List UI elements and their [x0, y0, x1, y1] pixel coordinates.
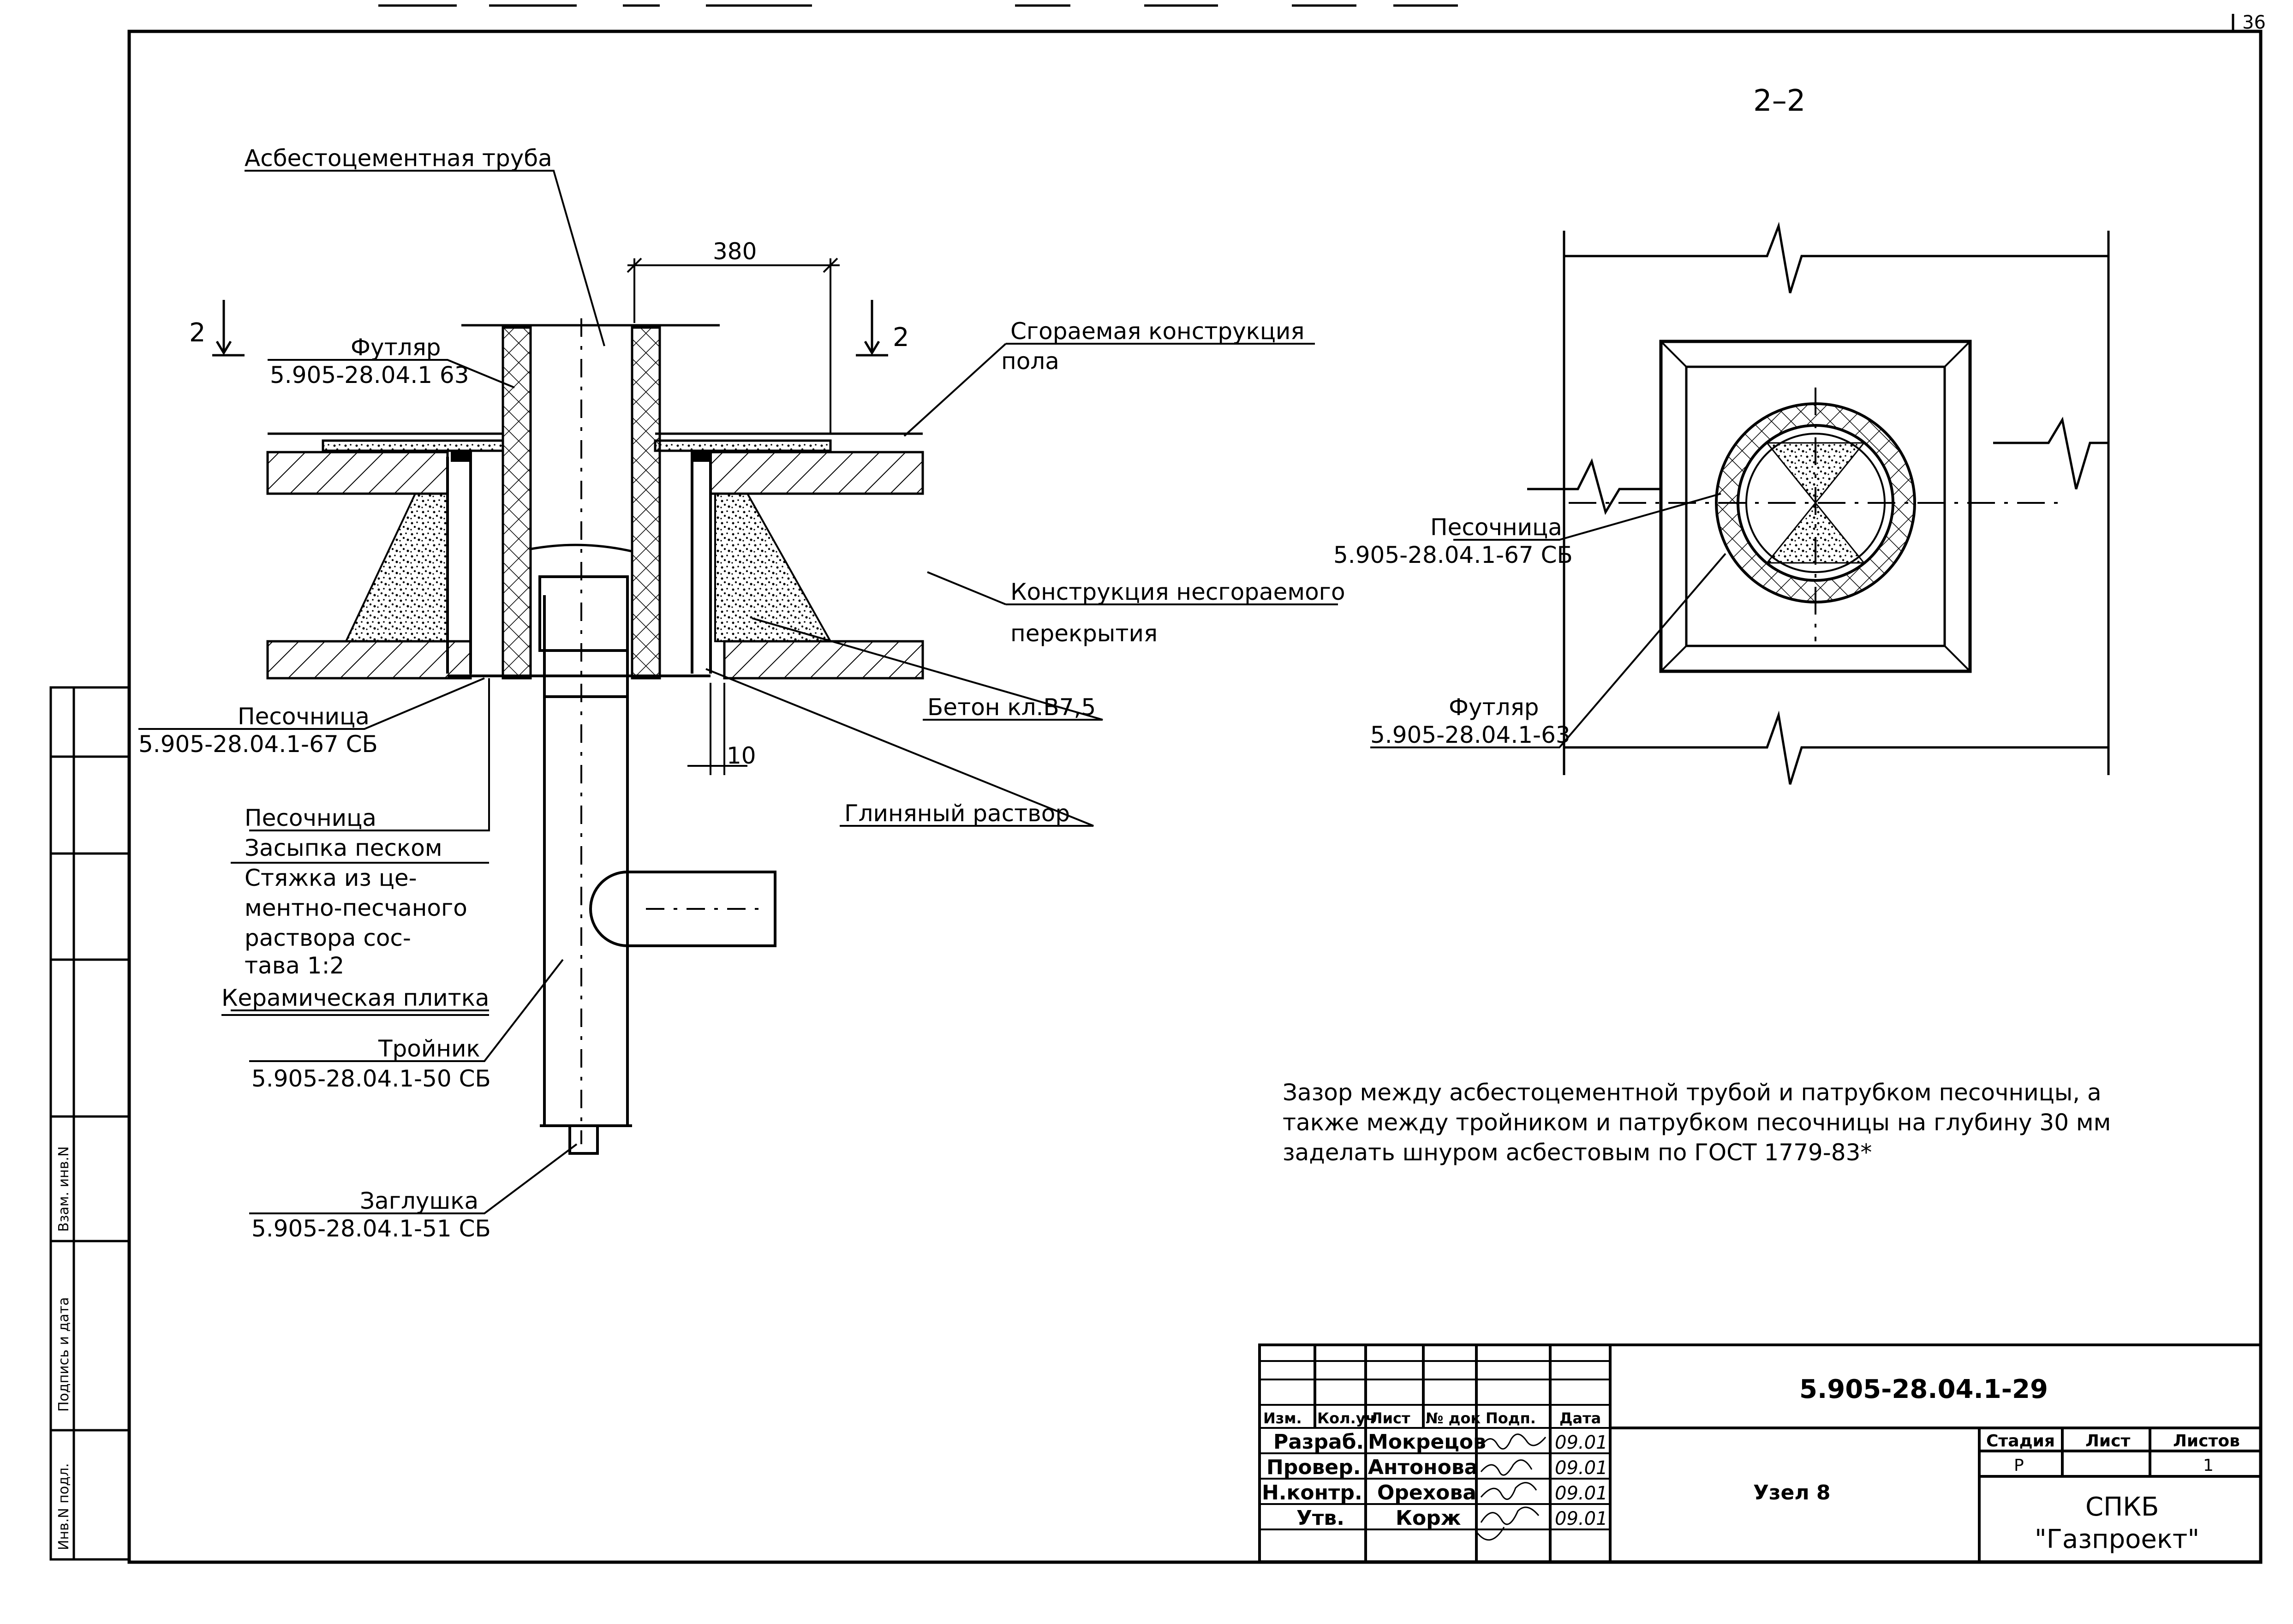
label-noncombustible-1: Конструкция несгораемого: [1010, 579, 1345, 605]
top-edge-marks: [378, 4, 2234, 32]
concrete-fill-right: [714, 493, 832, 642]
label-sandbox-code: 5.905-28.04.1-67 СБ: [138, 731, 378, 758]
layer-item: тава 1:2: [245, 952, 344, 979]
label-sandbox: Песочница: [238, 703, 370, 730]
tb-stage-header: Стадия: [1986, 1432, 2055, 1451]
tb-sheet-header: Лист: [2085, 1432, 2130, 1451]
casing-left-wall: [502, 326, 532, 680]
tb-header-list: Лист: [1370, 1409, 1410, 1427]
dimension-380-label: 380: [713, 238, 757, 265]
tb-header-data: Дата: [1559, 1409, 1601, 1427]
tb-name: Антонова: [1368, 1456, 1478, 1479]
layer-item: Стяжка из це-: [245, 865, 417, 891]
tb-sheets-header: Листов: [2173, 1432, 2240, 1451]
tb-header-ndok: № док: [1426, 1409, 1481, 1427]
tb-stage-value: Р: [2014, 1456, 2024, 1475]
label-section-casing-code: 5.905-28.04.1-63: [1370, 722, 1570, 748]
casing-right-wall: [631, 326, 661, 680]
sandbox-body: [446, 451, 712, 677]
label-combustible-2: пола: [1001, 348, 1059, 375]
tb-name: Мокрецов: [1368, 1430, 1486, 1454]
dimension-10: [687, 683, 747, 775]
signatures: [1475, 1433, 1547, 1541]
note-line: Зазор между асбестоцементной трубой и па…: [1283, 1079, 2102, 1106]
plan-break-lines: [1527, 221, 2110, 785]
layer-item: ментно-песчаного: [245, 895, 467, 921]
label-casing: Футляр: [351, 334, 441, 361]
side-stamp-signature: Подпись и дата: [56, 1297, 72, 1412]
tb-header-podp: Подп.: [1486, 1409, 1536, 1427]
sheet-frame: [127, 30, 2263, 1564]
label-plug-code: 5.905-28.04.1-51 СБ: [251, 1215, 491, 1242]
tee-pipe: [538, 575, 776, 1155]
dimension-10-label: 10: [727, 742, 756, 769]
tb-title: Узел 8: [1753, 1481, 1831, 1505]
title-block: [1258, 1343, 2262, 1563]
label-section-sandbox-code: 5.905-28.04.1-67 СБ: [1333, 542, 1573, 568]
dimension-380: [627, 257, 840, 434]
tb-header-koluch: Кол.уч: [1317, 1409, 1376, 1427]
label-section-sandbox: Песочница: [1430, 514, 1562, 541]
tb-header-izm: Изм.: [1263, 1409, 1302, 1427]
side-stamp-inv-podl: Инв.N подл.: [56, 1463, 72, 1550]
label-section-casing: Футляр: [1449, 694, 1539, 721]
centerlines: [580, 318, 766, 1144]
plan-sandbox: [1659, 340, 1972, 673]
leader-lines: [138, 170, 1338, 1214]
tb-date: 09.01: [1555, 1432, 1608, 1453]
layer-item: Засыпка песком: [245, 835, 442, 861]
side-stamp: [49, 686, 131, 1561]
tb-org-line2: "Газпроект": [2035, 1524, 2199, 1554]
tb-role: Провер.: [1266, 1456, 1361, 1479]
tb-date: 09.01: [1555, 1508, 1608, 1529]
label-noncombustible-2: перекрытия: [1010, 620, 1158, 647]
plan-centerlines: [1569, 388, 2067, 641]
tb-name: Корж: [1396, 1506, 1461, 1530]
label-plug: Заглушка: [360, 1188, 478, 1214]
section-mark-left-label: 2: [189, 318, 206, 348]
tb-doc-code: 5.905-28.04.1-29: [1799, 1374, 2048, 1404]
label-combustible-1: Сгораемая конструкция: [1010, 318, 1304, 345]
note-line: заделать шнуром асбестовым по ГОСТ 1779-…: [1283, 1139, 1872, 1166]
section-mark-left: [212, 300, 245, 357]
tb-date: 09.01: [1555, 1457, 1608, 1479]
label-tee-code: 5.905-28.04.1-50 СБ: [251, 1065, 491, 1092]
tb-role: Утв.: [1296, 1506, 1344, 1530]
tb-date: 09.01: [1555, 1483, 1608, 1504]
label-tee: Тройник: [378, 1035, 480, 1062]
layer-item: раствора сос-: [245, 925, 411, 951]
label-concrete: Бетон кл.В7,5: [927, 694, 1096, 721]
layer-item: Керамическая плитка: [221, 985, 490, 1011]
plan-leader-lines: [1370, 493, 1726, 748]
tb-role: Разраб.: [1273, 1430, 1364, 1454]
sheet-corner-number: 36: [2242, 12, 2266, 33]
layer-item: Песочница: [245, 805, 376, 831]
section-title: 2–2: [1753, 84, 1805, 118]
tb-org-line1: СПКБ: [2085, 1492, 2159, 1522]
label-casing-code: 5.905-28.04.1 63: [270, 362, 469, 388]
section-mark-right: [856, 300, 888, 357]
section-mark-right-label: 2: [893, 322, 909, 352]
note-line: также между тройником и патрубком песочн…: [1283, 1109, 2111, 1136]
label-clay: Глиняный раствор: [844, 800, 1070, 827]
side-stamp-vzam: Взам. инв.N: [56, 1146, 72, 1232]
label-asbestos-pipe: Асбестоцементная труба: [245, 145, 552, 172]
asbestos-pipe: [461, 324, 720, 553]
tb-role: Н.контр.: [1262, 1481, 1362, 1505]
tb-name: Орехова: [1377, 1481, 1476, 1505]
tb-sheets-value: 1: [2203, 1456, 2214, 1475]
concrete-fill-left: [344, 493, 448, 642]
